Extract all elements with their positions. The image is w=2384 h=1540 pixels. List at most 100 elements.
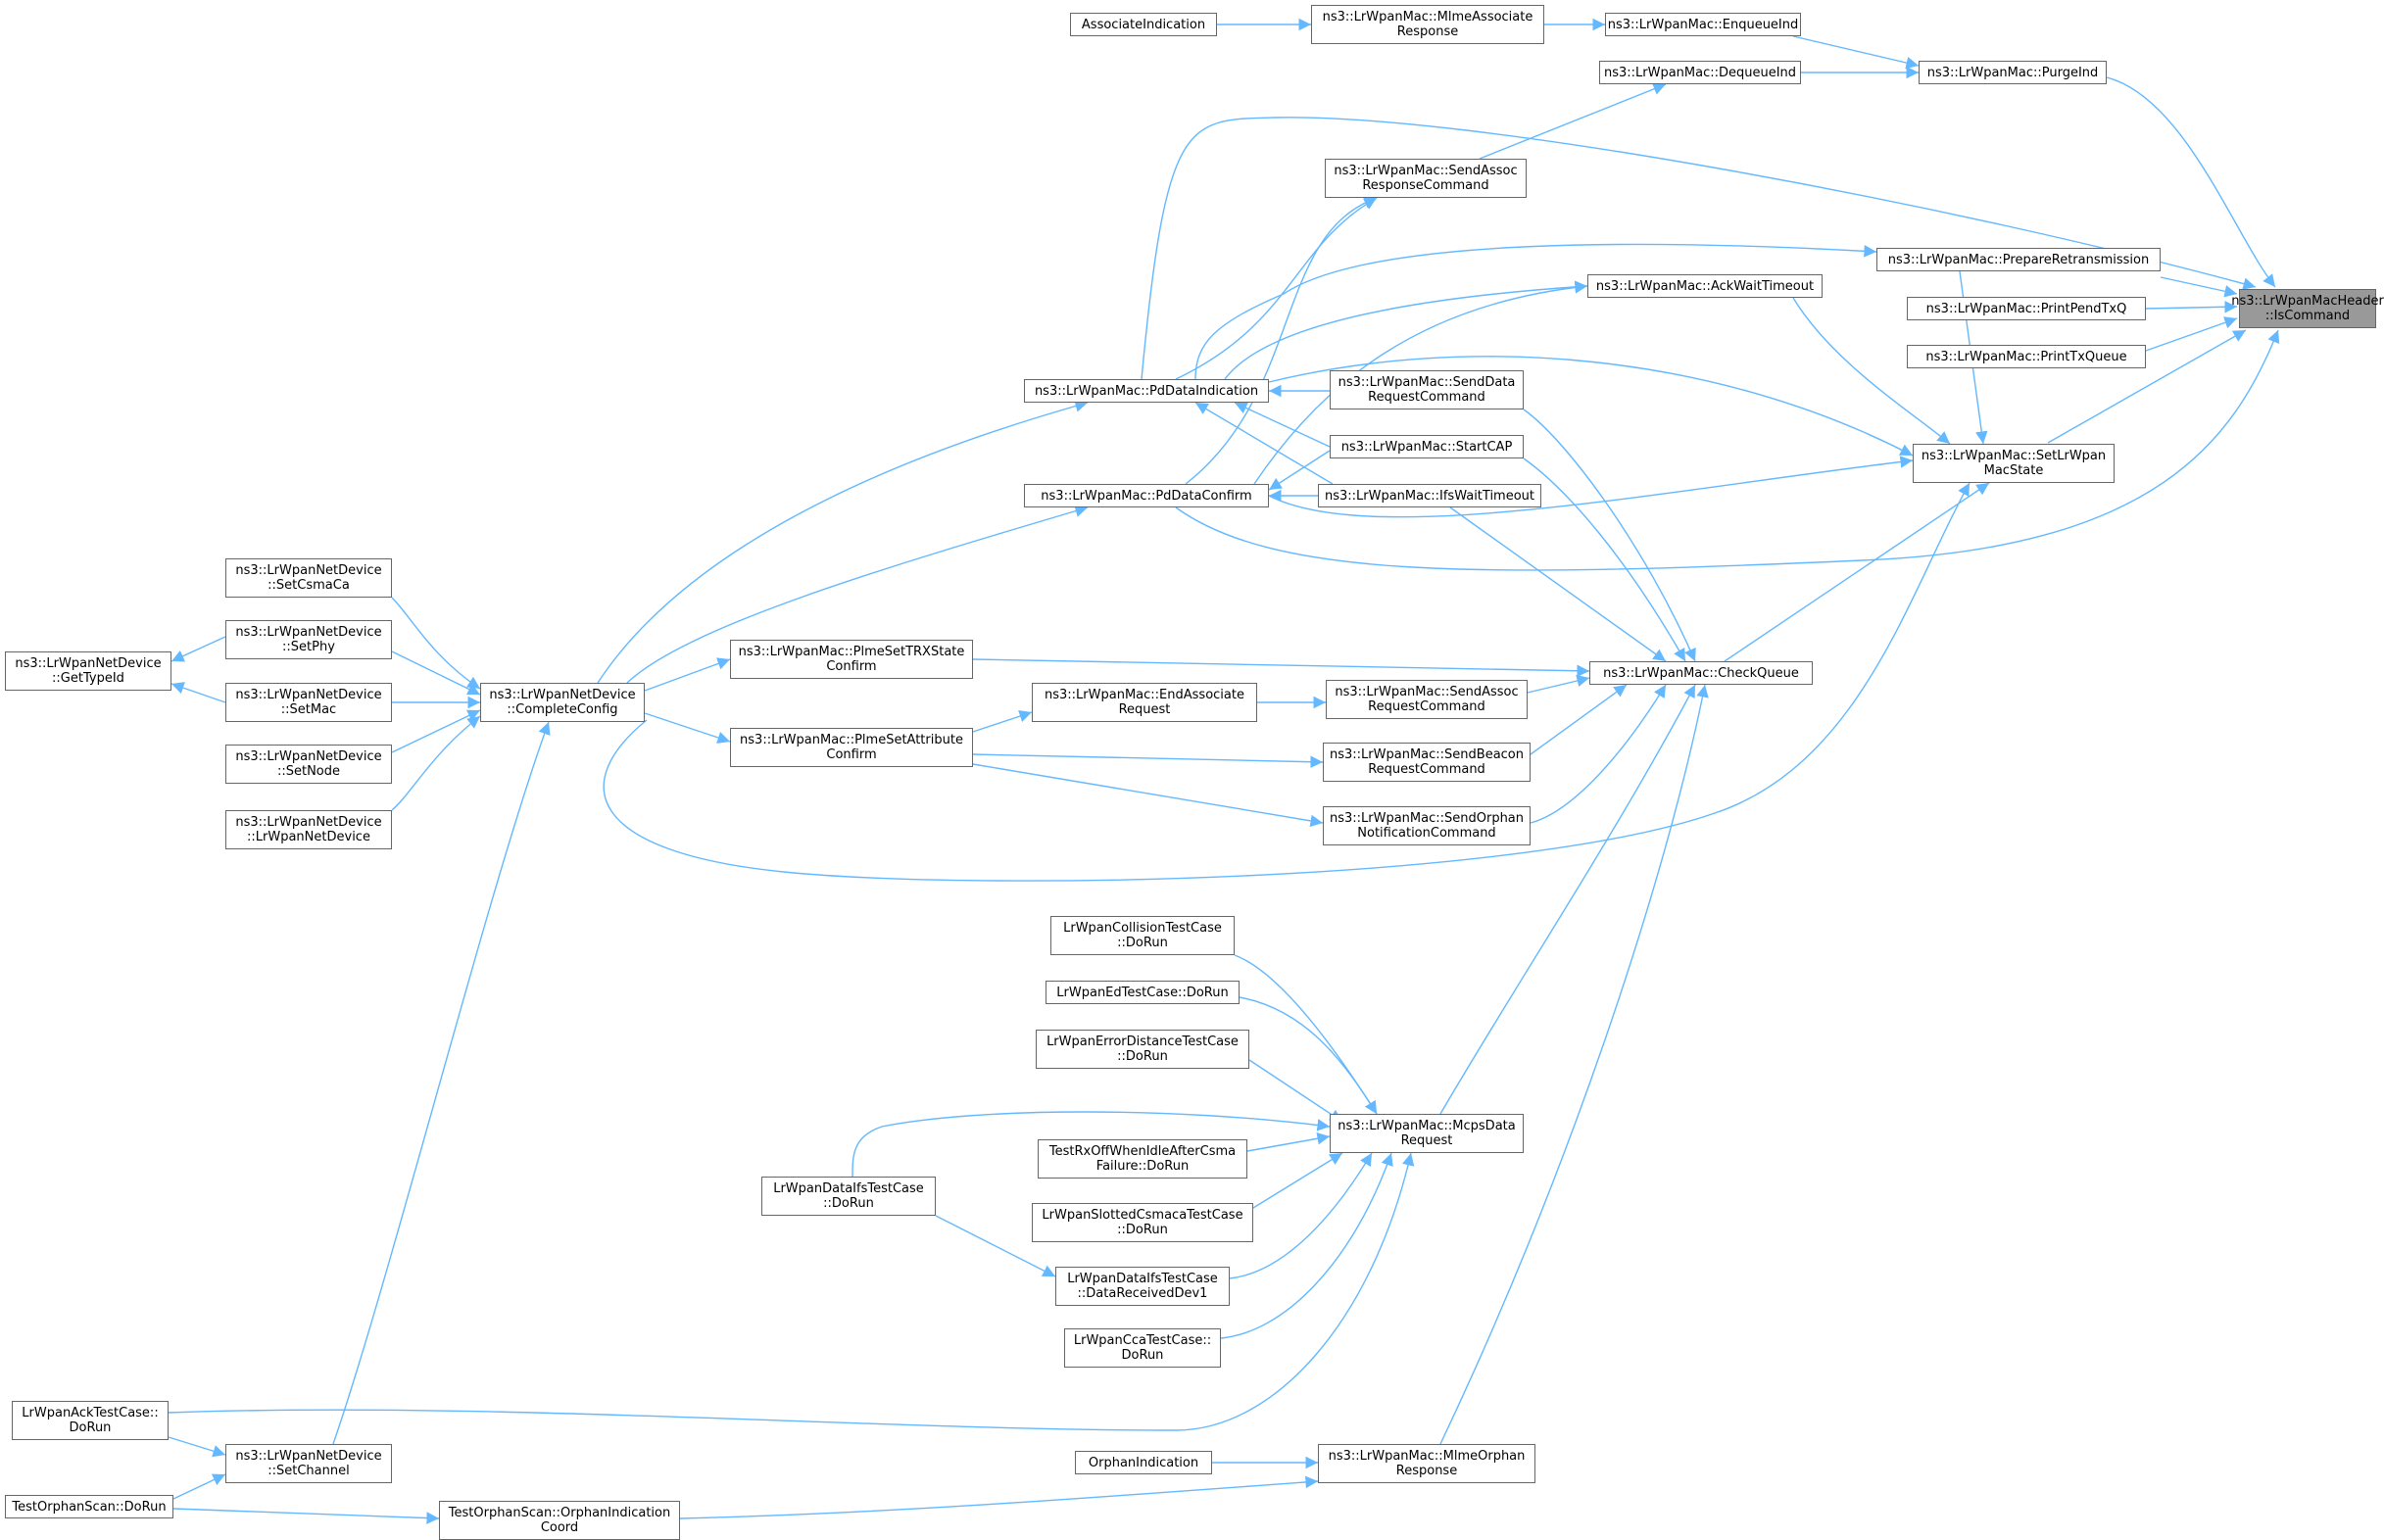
edge-mcps-data-request-rxoff [1246,1132,1331,1152]
edge-pd-data-indication-start-cap [1234,402,1331,448]
edge-set-mac-state-pd-data-confirm [1268,456,1914,518]
node-set-phy[interactable]: ns3::LrWpanNetDevice ::SetPhy [225,620,392,659]
node-orphan-indication[interactable]: OrphanIndication [1075,1451,1212,1474]
edge-check-queue-mcps-data-request [1439,684,1696,1115]
node-rxoff-doRun[interactable]: TestRxOffWhenIdleAfterCsma Failure::DoRu… [1038,1139,1247,1179]
edge-set-mac-state-check-queue [1724,482,1990,662]
node-set-channel[interactable]: ns3::LrWpanNetDevice ::SetChannel [225,1444,392,1483]
edge-mcps-data-request-error-distance [1248,1059,1343,1123]
node-start-cap[interactable]: ns3::LrWpanMac::StartCAP [1330,435,1524,458]
node-mcps-data-request[interactable]: ns3::LrWpanMac::McpsData Request [1330,1114,1524,1153]
edge-mcps-data-request-ed [1239,996,1378,1115]
edge-complete-config-set-csmaca [391,597,481,690]
node-data-ifs-doRun[interactable]: LrWpanDataIfsTestCase ::DoRun [761,1177,936,1216]
edge-is-command-set-mac-state [2047,329,2247,444]
edge-is-command-print-txqueue [2145,316,2238,352]
edge-ack-wait-timeout-pd-data-confirm [1253,281,1588,485]
edge-data-received-dev1-data-ifs [935,1215,1056,1277]
edge-set-mac-state-ack-wait-timeout [1792,297,1951,445]
edge-pd-data-indication-ifs-wait-timeout [1194,402,1334,485]
node-print-pend-txq[interactable]: ns3::LrWpanMac::PrintPendTxQ [1907,297,2146,320]
edge-complete-config-set-node [391,709,481,753]
edge-check-queue-send-orphan-notif-cmd [1530,684,1667,824]
node-mlme-orphan-response[interactable]: ns3::LrWpanMac::MlmeOrphan Response [1318,1444,1535,1483]
edge-ack-wait-timeout-pd-data-indication [1224,280,1588,380]
edge-set-channel-ack [168,1436,226,1458]
node-mlme-associate-response[interactable]: ns3::LrWpanMac::MlmeAssociate Response [1311,5,1544,44]
edge-plme-set-trx-confirm-complete-config [644,657,731,692]
edge-check-queue-send-data-req-cmd [1523,409,1696,662]
node-ack-wait-timeout[interactable]: ns3::LrWpanMac::AckWaitTimeout [1587,274,1823,298]
node-set-node[interactable]: ns3::LrWpanNetDevice ::SetNode [225,745,392,784]
edge-pd-data-indication-complete-config [597,400,1089,684]
node-orphan-indication-coord[interactable]: TestOrphanScan::OrphanIndication Coord [439,1501,680,1540]
edge-is-command-pd-data-confirm [1175,329,2280,571]
node-print-txqueue[interactable]: ns3::LrWpanMac::PrintTxQueue [1907,345,2146,368]
edge-mlme-orphan-resp-orphan-indication-coord [679,1475,1319,1519]
node-ifs-wait-timeout[interactable]: ns3::LrWpanMac::IfsWaitTimeout [1318,484,1541,507]
edge-orphan-indication-coord-orphan-scan [172,1508,440,1524]
node-dequeue-ind[interactable]: ns3::LrWpanMac::DequeueInd [1599,61,1801,84]
edge-send-assoc-resp-cmd-pd-data-indication [1175,197,1378,380]
edge-mcps-data-request-ack [168,1152,1415,1431]
node-send-assoc-response-command[interactable]: ns3::LrWpanMac::SendAssoc ResponseComman… [1325,159,1527,198]
node-plme-set-attribute-confirm[interactable]: ns3::LrWpanMac::PlmeSetAttribute Confirm [730,728,973,767]
edge-check-queue-ifs-wait-timeout [1449,506,1667,662]
edge-complete-config-set-phy [391,650,481,696]
edge-mcps-data-request-data-ifs [851,1111,1331,1178]
edge-set-mac-state-complete-config [603,482,1970,882]
edge-is-command-print-pend-txq [2145,300,2238,313]
node-prepare-retransmission[interactable]: ns3::LrWpanMac::PrepareRetransmission [1876,248,2161,271]
node-orphan-scan-doRun[interactable]: TestOrphanScan::DoRun [5,1495,173,1518]
node-check-queue[interactable]: ns3::LrWpanMac::CheckQueue [1589,661,1813,685]
edge-dequeue-ind-send-assoc-resp-cmd [1479,82,1667,160]
edge-mcps-data-request-slotted [1252,1152,1343,1209]
node-send-data-request-command[interactable]: ns3::LrWpanMac::SendData RequestCommand [1330,370,1524,409]
node-send-assoc-request-command[interactable]: ns3::LrWpanMac::SendAssoc RequestCommand [1326,680,1528,719]
node-set-mac[interactable]: ns3::LrWpanNetDevice ::SetMac [225,683,392,722]
edge-mcps-data-request-collision [1234,954,1378,1115]
edge-complete-config-lrwpan-net-device [391,715,481,811]
edge-send-assoc-resp-cmd-pd-data-confirm [1185,196,1378,485]
edge-purge-ind-enqueue-ind [1792,35,1920,70]
edge-complete-config-set-channel [332,721,551,1445]
node-cca-doRun[interactable]: LrWpanCcaTestCase:: DoRun [1064,1328,1221,1368]
edge-is-command-purge-ind [2106,76,2276,288]
edge-check-queue-mlme-orphan-response [1439,684,1709,1445]
node-enqueue-ind[interactable]: ns3::LrWpanMac::EnqueueInd [1605,13,1801,36]
node-pd-data-indication[interactable]: ns3::LrWpanMac::PdDataIndication [1024,379,1269,403]
edge-mcps-data-request-data-received-dev1 [1229,1152,1373,1279]
node-data-received-dev1[interactable]: LrWpanDataIfsTestCase ::DataReceivedDev1 [1055,1267,1230,1306]
node-complete-config[interactable]: ns3::LrWpanNetDevice ::CompleteConfig [480,683,645,722]
edge-is-command-pd-data-indication [1141,117,2257,380]
node-associate-indication[interactable]: AssociateIndication [1070,13,1217,36]
node-end-associate-request[interactable]: ns3::LrWpanMac::EndAssociate Request [1032,683,1257,722]
node-plme-set-trx-state-confirm[interactable]: ns3::LrWpanMac::PlmeSetTRXState Confirm [730,640,973,679]
node-send-beacon-request-command[interactable]: ns3::LrWpanMac::SendBeacon RequestComman… [1323,743,1531,782]
edge-get-type-id-set-phy [170,636,226,662]
node-set-lrwpan-mac-state[interactable]: ns3::LrWpanMac::SetLrWpan MacState [1913,444,2115,483]
edge-check-queue-plme-set-trx-confirm [972,658,1590,678]
edge-end-associate-request-plme-set-attr-confirm [972,710,1033,733]
node-ack-doRun[interactable]: LrWpanAckTestCase:: DoRun [12,1401,169,1440]
node-send-orphan-notification-command[interactable]: ns3::LrWpanMac::SendOrphan NotificationC… [1323,806,1531,845]
edge-check-queue-send-beacon-req-cmd [1530,684,1628,755]
edge-plme-set-attr-confirm-complete-config [644,712,731,744]
node-lrwpan-net-device-ctor[interactable]: ns3::LrWpanNetDevice ::LrWpanNetDevice [225,810,392,849]
node-ed-doRun[interactable]: LrWpanEdTestCase::DoRun [1046,981,1240,1004]
edge-send-orphan-notif-cmd-plme-set-attr-confirm [972,763,1324,828]
node-is-command[interactable]: ns3::LrWpanMacHeader ::IsCommand [2231,289,2384,328]
edge-check-queue-start-cap [1523,457,1686,662]
node-collision-doRun[interactable]: LrWpanCollisionTestCase ::DoRun [1050,916,1235,955]
edge-send-beacon-req-cmd-plme-set-attr-confirm [972,753,1324,769]
edge-check-queue-send-assoc-req-cmd [1527,674,1590,694]
node-get-type-id[interactable]: ns3::LrWpanNetDevice ::GetTypeId [5,651,171,691]
edge-pd-data-confirm-start-cap [1268,450,1331,491]
node-error-distance-doRun[interactable]: LrWpanErrorDistanceTestCase ::DoRun [1036,1030,1249,1069]
edge-is-command-prepare-retransmission [2160,276,2238,298]
node-pd-data-confirm[interactable]: ns3::LrWpanMac::PdDataConfirm [1024,484,1269,507]
node-slotted-csmaca-doRun[interactable]: LrWpanSlottedCsmacaTestCase ::DoRun [1032,1203,1253,1242]
node-set-csmaca[interactable]: ns3::LrWpanNetDevice ::SetCsmaCa [225,558,392,598]
node-purge-ind[interactable]: ns3::LrWpanMac::PurgeInd [1919,61,2107,84]
